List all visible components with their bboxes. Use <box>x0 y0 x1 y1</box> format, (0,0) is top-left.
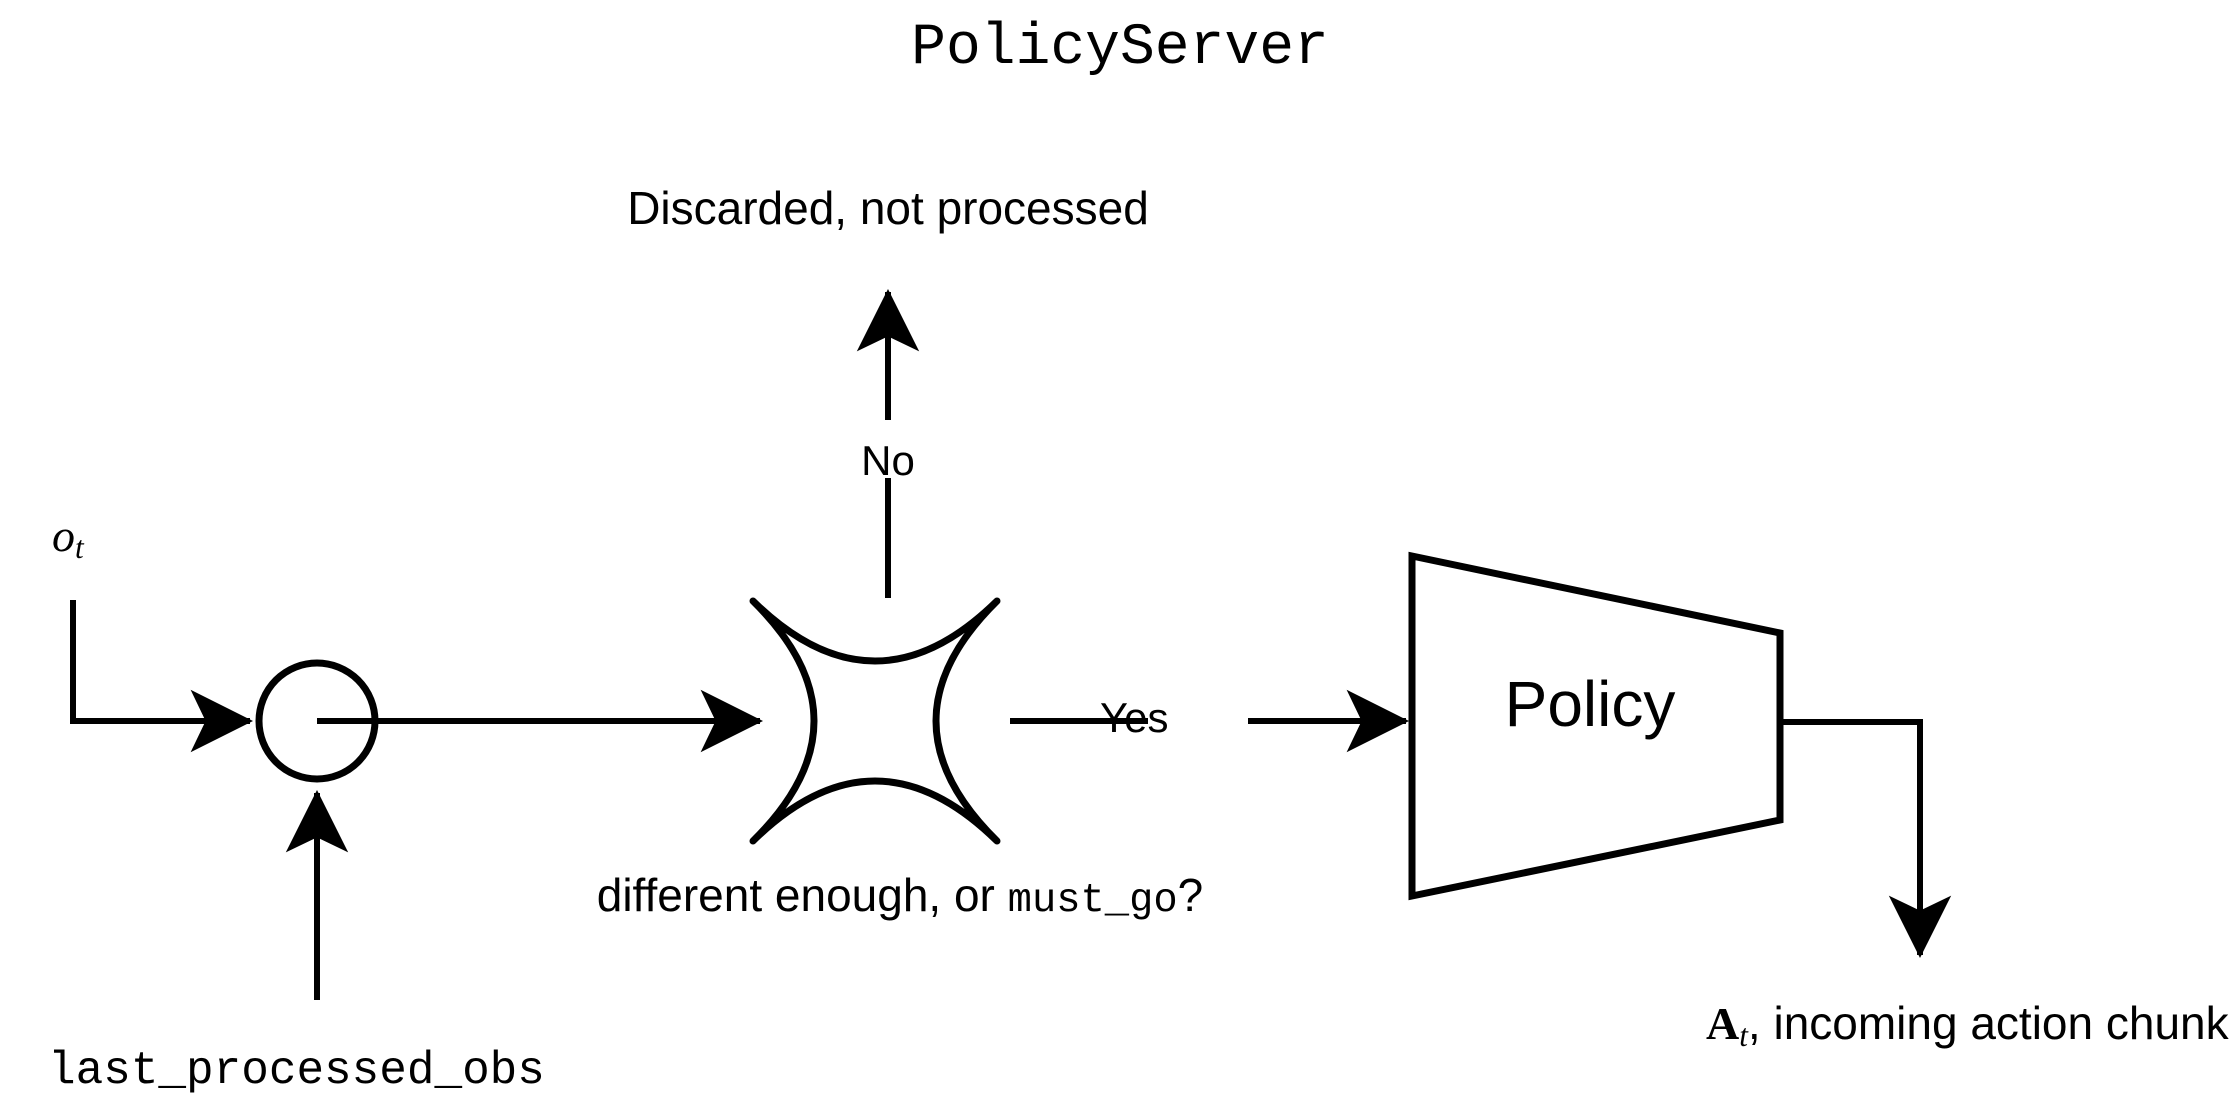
observation-subscript: t <box>75 529 84 565</box>
last-processed-obs-label: last_processed_obs <box>48 1045 545 1097</box>
page-title: PolicyServer <box>911 16 1329 81</box>
decision-node <box>749 597 1001 845</box>
edge-observation-in <box>70 600 253 753</box>
discarded-label: Discarded, not processed <box>627 182 1149 234</box>
policy-node <box>1408 551 1784 901</box>
edge-action-out <box>1780 719 1952 958</box>
observation-label: ot <box>52 510 84 565</box>
decision-node-label: different enough, or must_go? <box>0 872 1800 921</box>
action-chunk-label: At, incoming action chunk <box>1706 1000 2229 1051</box>
no-branch-label: No <box>861 437 915 484</box>
decision-label-code: must_go <box>1007 878 1178 924</box>
action-chunk-subscript: t <box>1739 1017 1748 1053</box>
decision-label-text: different enough, or <box>596 869 1008 921</box>
yes-branch-label: Yes <box>1100 694 1169 741</box>
decision-label-tail: ? <box>1177 869 1204 921</box>
observation-symbol: o <box>52 510 75 561</box>
policy-node-label: Policy <box>1504 668 1676 740</box>
action-chunk-symbol: A <box>1706 998 1740 1049</box>
action-chunk-text: , incoming action chunk <box>1747 997 2229 1049</box>
